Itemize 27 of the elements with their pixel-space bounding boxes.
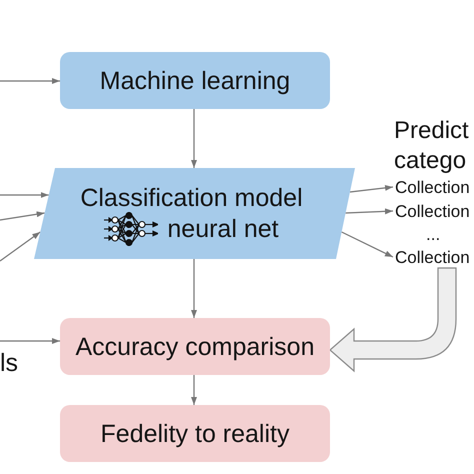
box-label: Accuracy comparison [76, 332, 314, 362]
arrow [0, 338, 60, 344]
arrow [341, 231, 394, 258]
arrow [350, 184, 394, 193]
category-label: Collection [393, 247, 471, 268]
box-label: Machine learning [100, 66, 290, 96]
side-label: ls [0, 348, 18, 378]
arrow [191, 259, 197, 318]
arrow [0, 78, 60, 84]
arrow [0, 192, 49, 198]
box-label: Fedelity to reality [100, 418, 290, 448]
box-label: Classification model [80, 183, 303, 213]
block-arrow [329, 267, 457, 372]
arrow [0, 211, 45, 221]
category-label: Collection [393, 177, 471, 198]
process-box [60, 52, 330, 109]
process-box [60, 405, 330, 462]
parallelogram-box [34, 168, 355, 259]
heading-label: Predict catego [394, 116, 470, 176]
arrow [346, 208, 394, 214]
ellipsis-label: ... [426, 224, 440, 245]
process-box [60, 318, 330, 375]
category-label: Collection [393, 201, 471, 222]
arrow [191, 375, 197, 405]
box-label: neural net [167, 214, 279, 244]
arrow [0, 232, 41, 262]
arrow [191, 109, 197, 168]
